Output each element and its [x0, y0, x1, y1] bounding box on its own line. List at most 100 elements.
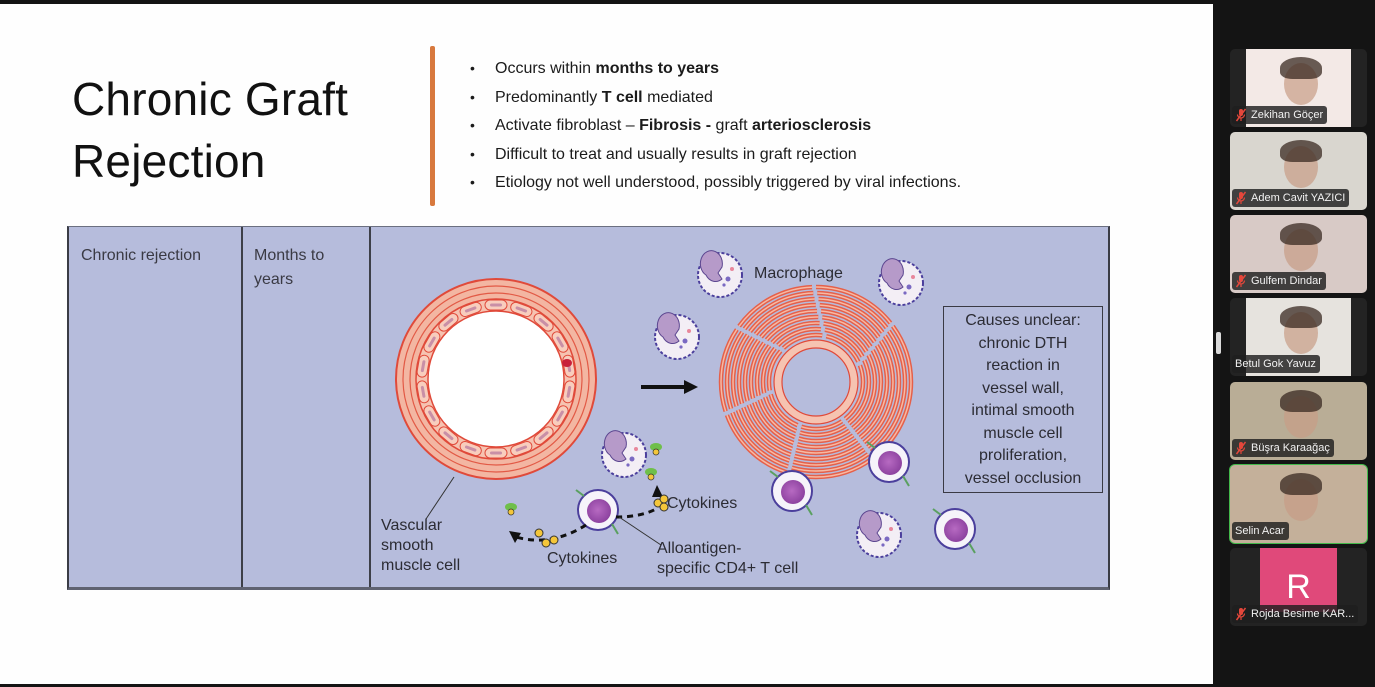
tcr-receptor — [769, 470, 779, 478]
t-cell — [866, 441, 910, 487]
tcr-receptor — [866, 441, 876, 449]
macrophage-cell — [654, 312, 700, 360]
participant-tile[interactable]: R Rojda Besime KAR... — [1230, 548, 1367, 626]
participant-tile[interactable]: Gulfem Dindar — [1230, 215, 1367, 293]
participant-name-tag: Zekihan Göçer — [1232, 106, 1328, 124]
cause-line: intimal smooth — [971, 402, 1075, 419]
endothelial-cell — [459, 440, 482, 457]
participant-hair — [1280, 140, 1322, 162]
rejection-figure-table: Chronic rejection Months to years — [67, 226, 1110, 590]
participant-tile[interactable]: Selin Acar — [1229, 464, 1368, 544]
bullet-bold-text: arteriosclerosis — [752, 117, 872, 134]
mic-muted-icon — [1235, 274, 1247, 288]
vascular-smooth-muscle-label: Vascular smooth muscle cell — [381, 516, 460, 576]
participant-name: Betul Gok Yavuz — [1235, 358, 1316, 370]
cause-line: chronic DTH — [978, 334, 1068, 352]
bullet-dot: • — [470, 60, 475, 76]
endothelial-cell — [551, 405, 569, 427]
bullet-item: • Etiology not well understood, possibly … — [470, 168, 961, 197]
bullet-dot: • — [470, 174, 475, 190]
participant-tile[interactable]: Adem Cavit YAZICI — [1230, 132, 1367, 210]
leader-line — [618, 516, 662, 546]
shared-slide: Chronic Graft Rejection •Occurs within m… — [0, 4, 1213, 684]
normal-vessel — [395, 278, 597, 480]
cytokines-label-left: Cytokines — [547, 550, 618, 567]
endothelial-cell — [416, 354, 430, 378]
bullet-bold-text: T cell — [601, 88, 643, 106]
bullet-item: •Activate fibroblast – Fibrosis - graft … — [470, 111, 961, 140]
participant-hair — [1280, 390, 1322, 412]
participant-tile[interactable]: Zekihan Göçer — [1230, 49, 1367, 127]
endothelial-cell — [423, 331, 441, 353]
avatar: R — [1260, 548, 1337, 612]
tcr-receptor — [968, 542, 976, 554]
participant-name: Selin Acar — [1235, 525, 1285, 537]
bullet-item: •Difficult to treat and usually results … — [470, 140, 961, 169]
bullet-item: •Occurs within months to years — [470, 54, 961, 83]
participant-name: Zekihan Göçer — [1251, 109, 1324, 121]
t-cell — [769, 470, 813, 516]
receptor-complex — [505, 503, 517, 516]
macrophage-cell — [856, 510, 902, 558]
bullet-text: Predominantly — [495, 88, 602, 106]
cause-line: proliferation, — [978, 447, 1068, 464]
participant-name-tag: Selin Acar — [1232, 522, 1289, 540]
participant-tile[interactable]: Betul Gok Yavuz — [1230, 298, 1367, 376]
participant-hair — [1280, 57, 1322, 79]
label-line: smooth — [381, 537, 434, 554]
mic-muted-icon — [1235, 441, 1247, 455]
table-column-divider — [241, 227, 243, 587]
endothelial-cell — [562, 380, 576, 404]
receptor-complex — [650, 443, 662, 456]
t-cells — [505, 441, 976, 554]
bullet-text: mediated — [642, 88, 713, 106]
table-column-divider — [369, 227, 371, 587]
cause-line: vessel wall, — [982, 379, 1064, 397]
tcell-label: Alloantigen- specific CD4+ T cell — [657, 539, 798, 579]
participant-name: Büşra Karaağaç — [1251, 442, 1330, 454]
endothelial-cell — [438, 426, 459, 446]
cytokine-arrows — [509, 485, 669, 548]
macrophage-cell — [601, 430, 647, 478]
panel-resize-handle[interactable] — [1216, 332, 1221, 354]
participant-hair — [1280, 306, 1322, 328]
tcr-receptor — [805, 504, 813, 516]
participant-name: Gulfem Dindar — [1251, 275, 1322, 287]
mic-muted-icon — [1235, 108, 1247, 122]
receptor-complex — [645, 468, 657, 481]
macrophages — [601, 250, 924, 558]
participant-name-tag: Büşra Karaağaç — [1232, 439, 1334, 457]
t-cell — [575, 489, 619, 535]
tcr-receptor — [575, 489, 585, 497]
participant-tile[interactable]: Büşra Karaağaç — [1230, 382, 1367, 460]
cause-line: muscle cell — [983, 424, 1063, 442]
label-line: Alloantigen- — [657, 540, 742, 557]
participant-name-tag: Rojda Besime KAR... — [1232, 605, 1359, 623]
vessel-diagram — [395, 250, 976, 558]
bullet-dot: • — [470, 145, 475, 162]
macrophage-cell — [878, 258, 924, 306]
slide-title: Chronic Graft Rejection — [72, 68, 412, 192]
macrophage-label: Macrophage — [754, 265, 843, 282]
bullet-item: •Predominantly T cell mediated — [470, 83, 961, 112]
endothelial-cell — [533, 312, 554, 332]
timing-cell: Months to years — [254, 244, 324, 292]
timing-line1: Months to — [254, 247, 325, 264]
mic-muted-icon — [1235, 607, 1247, 621]
label-line: specific CD4+ T cell — [657, 560, 799, 577]
participant-name-tag: Adem Cavit YAZICI — [1232, 189, 1350, 207]
leader-line — [425, 476, 455, 520]
bullet-dot: • — [470, 117, 475, 133]
tcr-receptor — [902, 475, 910, 487]
endothelial-cell — [423, 405, 441, 427]
cause-line: vessel occlusion — [964, 469, 1082, 487]
rejection-type-cell: Chronic rejection — [81, 247, 202, 264]
endothelial-cell — [551, 331, 569, 353]
progression-arrow — [641, 380, 698, 394]
bullet-text: Etiology not well understood, possibly t… — [495, 174, 962, 191]
narrowed-lumen — [781, 347, 851, 417]
cytokines-label-right: Cytokines — [667, 495, 738, 512]
bullet-bold-text: months to years — [595, 60, 720, 77]
bullet-text: graft — [711, 117, 752, 134]
